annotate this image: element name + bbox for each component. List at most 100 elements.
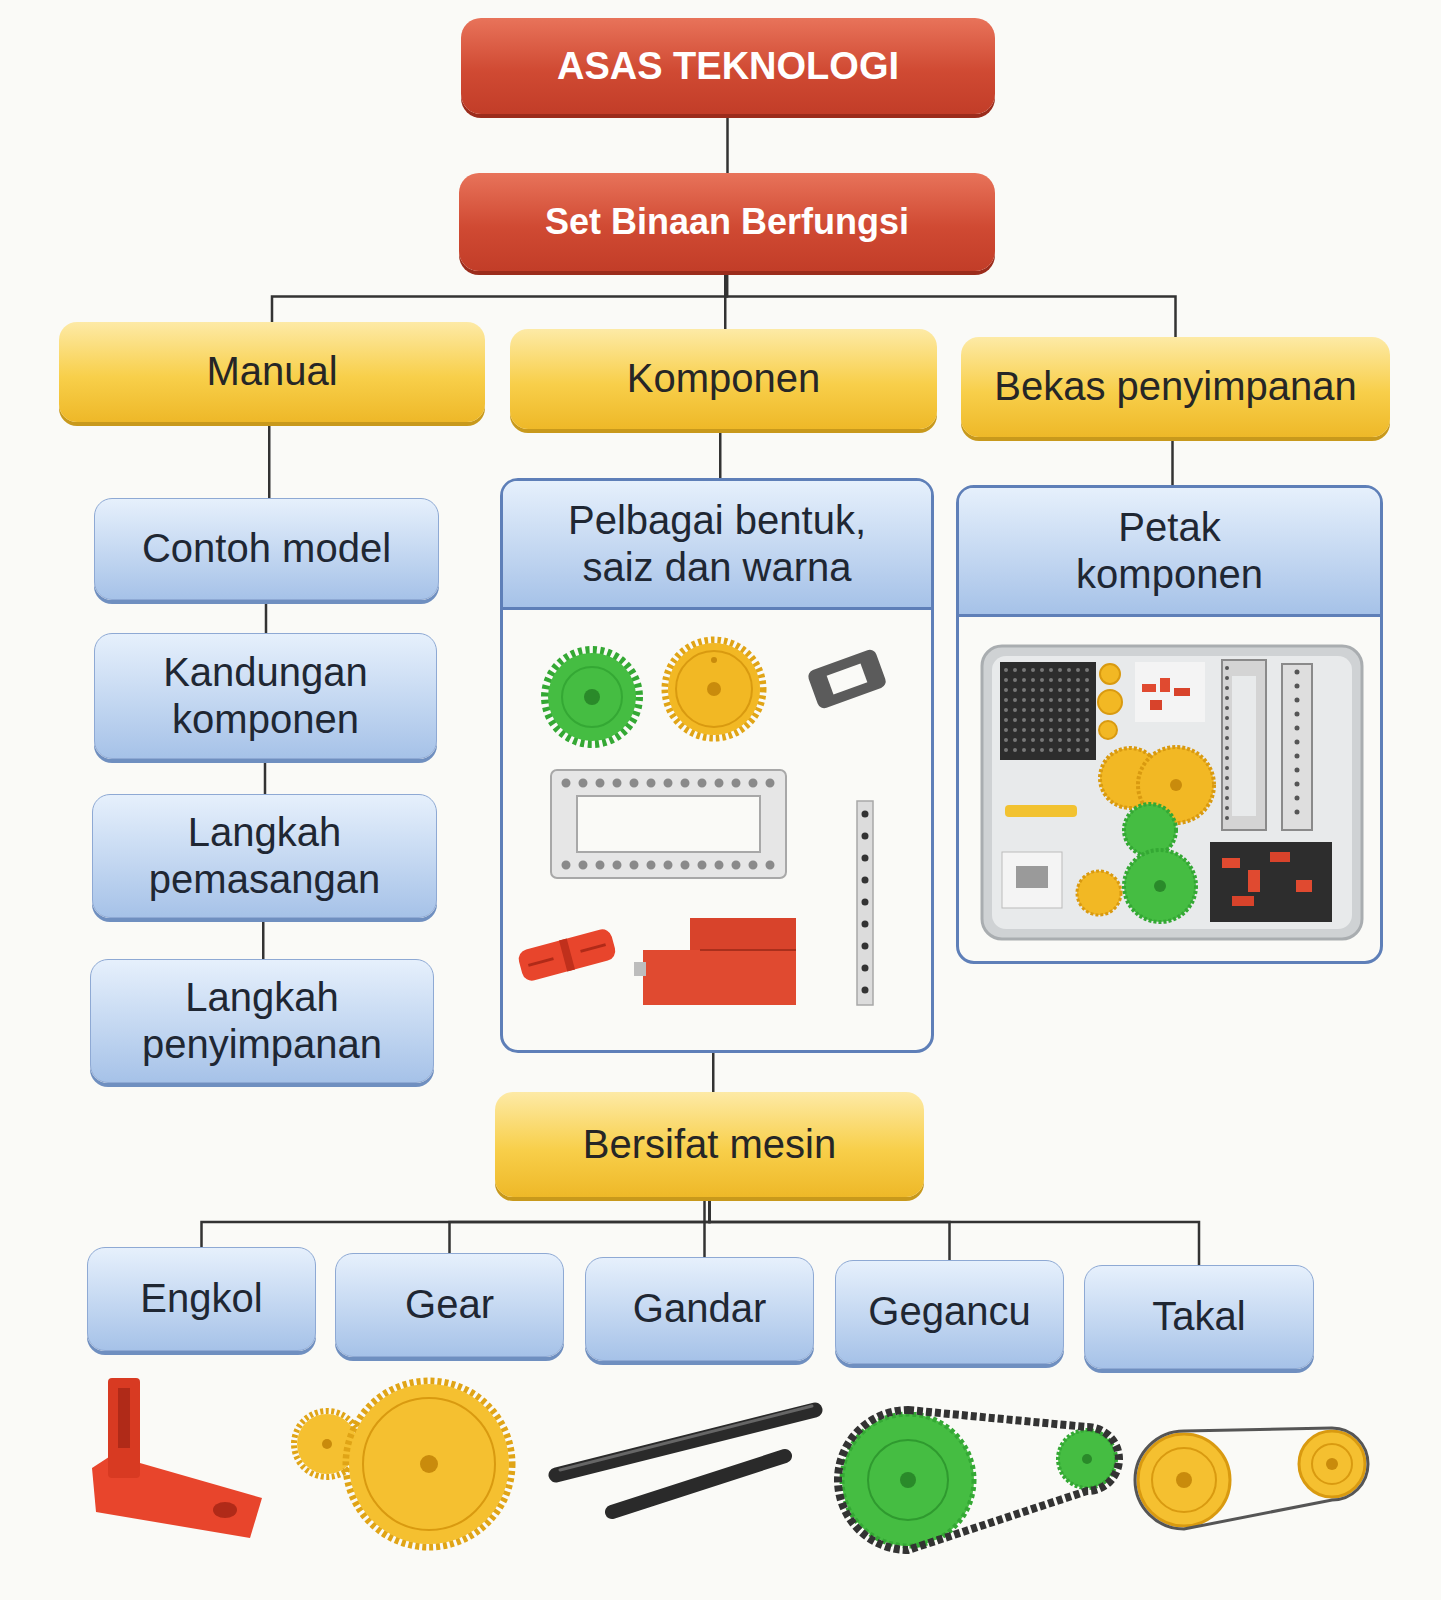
frame-beam [577,796,760,852]
perforated-strip [862,814,869,995]
axle-rods [612,1456,785,1512]
crank-part [118,1388,130,1448]
part-box: Gear [335,1253,564,1357]
connector-line [710,1197,950,1260]
red-connector [516,927,617,983]
storage-tray [1124,804,1176,856]
red-block [643,950,796,1005]
crank-part [108,1378,140,1478]
category-box: Manual [59,322,485,422]
storage-tray [1270,852,1290,862]
green-gear [562,667,622,727]
storage-tray [1210,842,1332,922]
storage-tray [1016,866,1048,888]
red-block [634,962,646,976]
node-text: Manual [206,348,337,395]
picture-panel: Petak komponen [956,485,1383,964]
frame-beam [566,861,772,870]
green-gear [545,650,639,744]
axle-rods [560,1406,812,1470]
node-text: Bekas penyimpanan [994,363,1356,410]
storage-tray [1002,852,1062,908]
category-box: Bersifat mesin [495,1092,924,1197]
connector-line [712,1053,715,1092]
node-text: Langkah penyimpanan [108,974,416,1068]
node-text: Takal [1152,1293,1245,1340]
yellow-gear [676,651,752,727]
detail-box: Kandungan komponen [94,633,437,759]
part-box: Engkol [87,1247,316,1351]
crank-part [92,1378,262,1538]
sprocket-chain [838,1410,1119,1550]
storage-tray [1225,668,1229,826]
sprocket-chain [842,1414,974,1546]
connector-line [727,271,1176,337]
pulley-belt [1152,1448,1216,1512]
node-text: Gegancu [868,1288,1030,1335]
storage-tray [1006,708,1092,712]
storage-tray [1154,880,1166,892]
node-text: Petak komponen [1040,504,1300,598]
storage-tray [1124,850,1196,922]
node-text: Langkah pemasangan [110,809,419,903]
pulley-belt [1135,1428,1368,1529]
detail-box: Langkah pemasangan [92,794,437,918]
connector-line [703,1197,706,1257]
yellow-gear [707,682,721,696]
green-gear [545,650,639,744]
storage-tray [982,646,1362,939]
node-text: Gear [405,1281,494,1328]
storage-tray [982,646,1362,939]
frame-beam [551,770,786,878]
node-text: Kandungan komponen [112,649,419,743]
storage-tray [992,656,1352,929]
gear-pair [363,1398,495,1530]
storage-tray [1100,664,1120,684]
storage-tray [1006,718,1092,722]
storage-tray [1099,721,1117,739]
sprocket-chain [868,1440,948,1520]
storage-tray [1295,672,1300,824]
sprocket-chain [900,1472,916,1488]
pulley-belt [1299,1431,1365,1497]
storage-tray [1006,678,1092,682]
node-text: Gandar [633,1285,766,1332]
perforated-strip [857,801,873,1005]
storage-tray [1222,858,1240,868]
part-box: Takal [1084,1265,1314,1369]
storage-tray [1160,678,1170,692]
storage-tray [1150,700,1162,710]
node-text: Bersifat mesin [583,1121,836,1168]
grey-bracket [806,648,887,710]
topic-box: Set Binaan Berfungsi [459,173,995,271]
frame-beam [566,779,772,788]
storage-tray [1006,748,1092,752]
gear-pair [349,1384,509,1544]
storage-tray [1296,880,1312,892]
storage-tray [1098,690,1122,714]
axle-rods [556,1406,815,1512]
yellow-gear [668,643,760,735]
node-text: Komponen [627,355,820,402]
storage-tray [1006,688,1092,692]
detail-box: Langkah penyimpanan [90,959,434,1083]
pulley-belt [1176,1472,1192,1488]
storage-tray [1282,664,1312,830]
storage-tray [1135,662,1205,722]
pulley-belt [1312,1444,1352,1484]
part-box: Gegancu [835,1260,1064,1364]
sprocket-chain [838,1410,1119,1550]
pulley-belt [1326,1458,1338,1470]
pulley-belt [1138,1434,1230,1526]
connector-line [719,429,722,478]
green-gear [548,653,636,741]
storage-tray [1000,662,1096,760]
yellow-gear [711,657,717,663]
detail-box: Contoh model [94,498,439,600]
panel-header: Petak komponen [959,488,1380,617]
storage-tray [1142,684,1156,692]
node-text: Pelbagai bentuk, saiz dan warna [552,497,882,591]
node-text: Engkol [140,1275,262,1322]
node-text: ASAS TEKNOLOGI [557,44,899,89]
